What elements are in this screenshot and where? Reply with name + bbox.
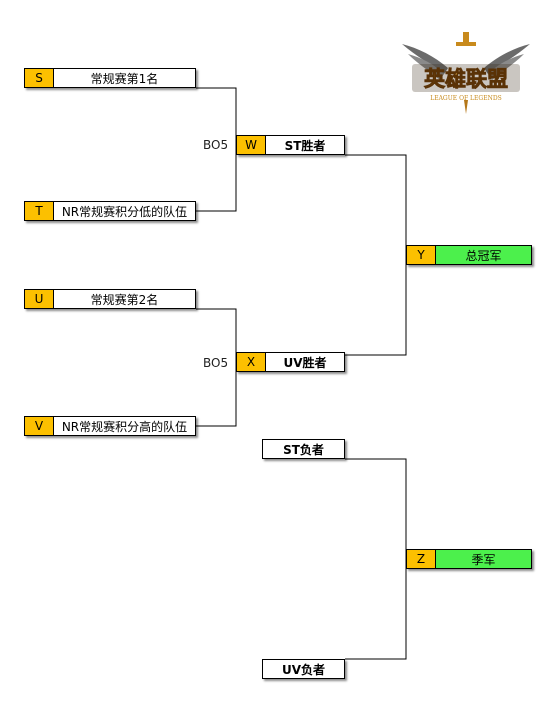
loser-label: UV负者 bbox=[281, 662, 326, 677]
seed-slot-v: V NR常规赛积分高的队伍 bbox=[24, 416, 196, 436]
seed-slot-s: S 常规赛第1名 bbox=[24, 68, 196, 88]
loser-slot-st: ST负者 bbox=[262, 439, 345, 459]
final-label-champion: 总冠军 bbox=[436, 246, 531, 264]
connector-uv-loser-to-z bbox=[345, 559, 407, 660]
connector-v-to-x bbox=[196, 362, 237, 427]
connector-w-to-y bbox=[345, 154, 407, 255]
seed-slot-u: U 常规赛第2名 bbox=[24, 289, 196, 309]
seed-label: 常规赛第2名 bbox=[90, 292, 159, 307]
seed-code: V bbox=[25, 417, 54, 435]
seed-code: T bbox=[25, 202, 54, 220]
winner-slot-w: W ST胜者 bbox=[236, 135, 345, 155]
winner-slot-x: X UV胜者 bbox=[236, 352, 345, 372]
winner-label: ST胜者 bbox=[284, 138, 326, 153]
logo-subtitle: LEAGUE OF LEGENDS bbox=[430, 95, 502, 102]
seed-code: S bbox=[25, 69, 54, 87]
final-slot-z: Z 季军 bbox=[406, 549, 532, 569]
connector-st-loser-to-z bbox=[345, 458, 407, 559]
match-format-label-uv: BO5 bbox=[203, 356, 229, 370]
seed-code: U bbox=[25, 290, 54, 308]
seed-label: 常规赛第1名 bbox=[90, 71, 159, 86]
connector-x-to-y bbox=[345, 255, 407, 356]
logo-title: 英雄联盟 bbox=[424, 67, 508, 91]
seed-label: NR常规赛积分低的队伍 bbox=[61, 204, 188, 219]
seed-label: NR常规赛积分高的队伍 bbox=[61, 419, 188, 434]
winner-code: W bbox=[237, 136, 266, 154]
final-code: Z bbox=[407, 550, 436, 568]
seed-slot-t: T NR常规赛积分低的队伍 bbox=[24, 201, 196, 221]
final-slot-y: Y 总冠军 bbox=[406, 245, 532, 265]
match-format-label-st: BO5 bbox=[203, 138, 229, 152]
connector-t-to-w bbox=[196, 145, 237, 212]
winner-label: UV胜者 bbox=[283, 355, 327, 370]
loser-slot-uv: UV负者 bbox=[262, 659, 345, 679]
winner-code: X bbox=[237, 353, 266, 371]
loser-label: ST负者 bbox=[283, 442, 324, 457]
final-label-third-place: 季军 bbox=[436, 550, 531, 568]
final-code: Y bbox=[407, 246, 436, 264]
league-of-legends-logo: 英雄联盟 LEAGUE OF LEGENDS bbox=[402, 32, 530, 114]
